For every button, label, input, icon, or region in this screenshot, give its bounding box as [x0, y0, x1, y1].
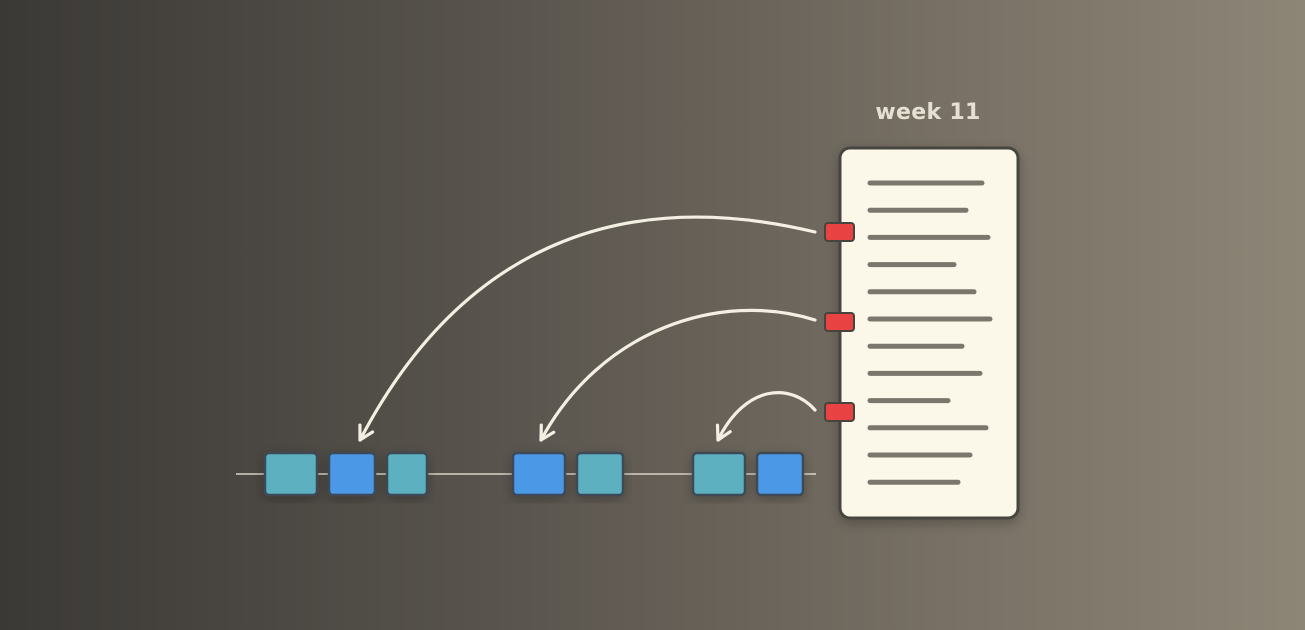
- timeline-block-blue: [327, 451, 377, 497]
- timeline-block-blue: [755, 451, 805, 497]
- timeline-block-blue: [511, 451, 567, 497]
- arrow: [716, 391, 817, 442]
- week-card: [838, 146, 1020, 520]
- arrowhead: [539, 423, 556, 442]
- card-text-lines: [867, 180, 993, 485]
- week-card-body: [838, 146, 1020, 520]
- timeline-block-teal: [691, 451, 747, 497]
- arrow: [358, 215, 817, 442]
- red-marker: [824, 222, 855, 242]
- timeline-block-teal: [385, 451, 429, 497]
- red-marker: [824, 312, 855, 332]
- arrows: [358, 215, 817, 442]
- week-title: week 11: [875, 100, 981, 125]
- arrowhead: [715, 423, 732, 442]
- markers: [824, 222, 855, 422]
- arrowhead: [358, 423, 375, 442]
- arrow: [539, 308, 817, 442]
- timeline: [263, 451, 805, 497]
- red-marker: [824, 402, 855, 422]
- timeline-block-teal: [575, 451, 625, 497]
- timeline-block-teal: [263, 451, 319, 497]
